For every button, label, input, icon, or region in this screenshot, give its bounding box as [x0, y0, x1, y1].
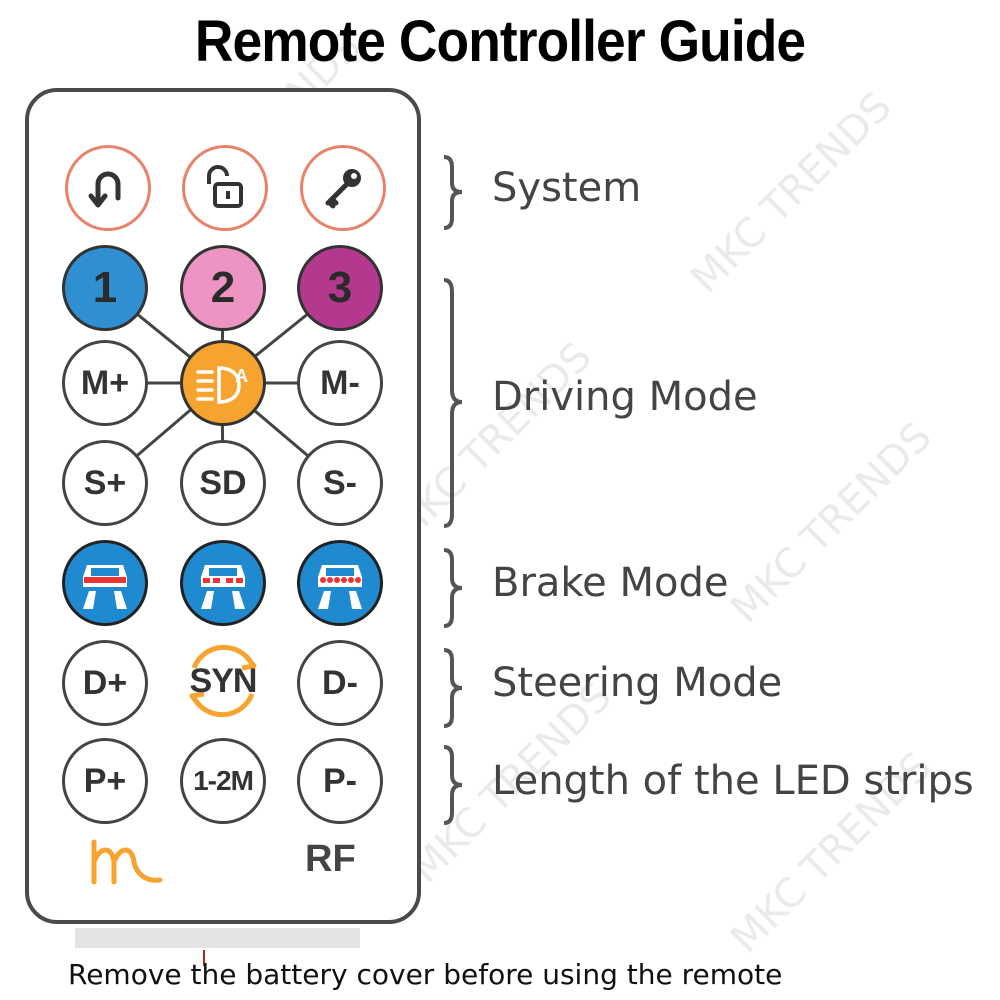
s-minus-button[interactable]: S- — [297, 440, 383, 526]
d-plus-button[interactable]: D+ — [62, 640, 148, 726]
auto-headlight-icon: A — [196, 366, 248, 404]
d-minus-button[interactable]: D- — [297, 640, 383, 726]
brake-mode-2-button[interactable] — [180, 540, 266, 626]
brace-system — [443, 155, 463, 230]
mode-2-button[interactable]: 2 — [180, 245, 266, 331]
brace-brake-mode — [443, 548, 463, 628]
brand-m-logo-icon — [91, 839, 163, 885]
label-driving-mode: Driving Mode — [492, 374, 758, 420]
syn-button[interactable]: SYN — [180, 638, 266, 724]
svg-text:A: A — [235, 366, 248, 386]
page-title: Remote Controller Guide — [194, 9, 806, 74]
mode-3-button[interactable]: 3 — [297, 245, 383, 331]
s-plus-button[interactable]: S+ — [62, 440, 148, 526]
label-steering-mode: Steering Mode — [492, 660, 783, 706]
unlock-icon — [207, 165, 243, 208]
brake-mode-3-button[interactable] — [297, 540, 383, 626]
unlock-button[interactable] — [182, 145, 268, 231]
car-brake-light-icon — [318, 565, 362, 609]
p-plus-button[interactable]: P+ — [62, 738, 148, 824]
footer-instruction: Remove the battery cover before using th… — [68, 958, 783, 991]
brace-steering-mode — [443, 648, 463, 728]
auto-headlight-button[interactable]: A — [180, 340, 266, 426]
p-minus-button[interactable]: P- — [297, 738, 383, 824]
brace-driving-mode — [443, 278, 463, 528]
length-1-2m-button[interactable]: 1-2M — [180, 738, 266, 824]
key-button[interactable] — [300, 145, 386, 231]
battery-cover-strip — [75, 928, 360, 948]
u-turn-button[interactable] — [65, 145, 151, 231]
pointer-tick — [203, 950, 205, 966]
label-brake-mode: Brake Mode — [492, 560, 729, 606]
key-icon — [325, 169, 361, 209]
m-plus-button[interactable]: M+ — [62, 340, 148, 426]
label-system: System — [492, 165, 642, 211]
m-minus-button[interactable]: M- — [297, 340, 383, 426]
syn-label: SYN — [189, 661, 258, 700]
mode-1-button[interactable]: 1 — [62, 245, 148, 331]
label-led-length: Length of the LED strips — [492, 758, 974, 804]
u-turn-arrow-icon — [88, 171, 121, 208]
brake-mode-1-button[interactable] — [62, 540, 148, 626]
sd-button[interactable]: SD — [180, 440, 266, 526]
sync-arrows-icon — [189, 644, 257, 718]
brace-led-length — [443, 745, 463, 825]
car-brake-light-icon — [83, 565, 127, 609]
rf-label: RF — [305, 838, 356, 880]
car-brake-light-icon — [201, 565, 245, 609]
